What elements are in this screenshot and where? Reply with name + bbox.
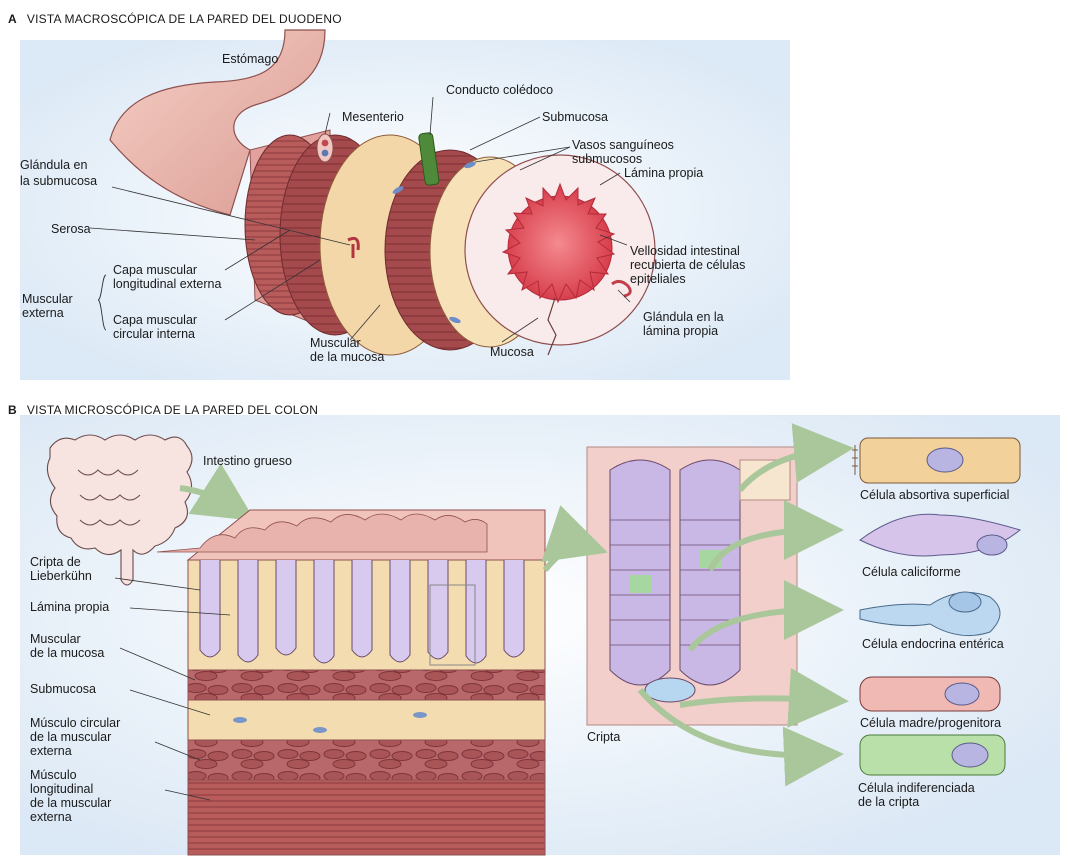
label-capa-circular-1: Capa muscular (113, 313, 197, 327)
label-estomago: Estómago (222, 52, 278, 66)
label-musc-mucosa-1: Muscular (310, 336, 361, 350)
label-cell-indiferenciada-1: Célula indiferenciada (858, 781, 975, 795)
label-vellosidad-3: epiteliales (630, 272, 686, 286)
label-capa-longitudinal-1: Capa muscular (113, 263, 197, 277)
colon-tissue-block (157, 510, 545, 855)
label-intestino-grueso: Intestino grueso (203, 454, 292, 468)
panel-b-letter: B (8, 403, 17, 417)
panel-a-title: A VISTA MACROSCÓPICA DE LA PARED DEL DUOD… (8, 12, 342, 26)
label-glandula-sub-2: la submucosa (20, 174, 97, 188)
label-vasos-1: Vasos sanguíneos (572, 138, 674, 152)
label-longitudinal-1: Músculo (30, 768, 77, 782)
panel-a-title-text: VISTA MACROSCÓPICA DE LA PARED DEL DUODE… (27, 12, 342, 26)
label-circular-3: externa (30, 744, 72, 758)
cell-absorptive (852, 438, 1020, 483)
label-glandula-lamina-1: Glándula en la (643, 310, 724, 324)
label-submucosa-a: Submucosa (542, 110, 608, 124)
label-musc-mucosa-b-2: de la mucosa (30, 646, 104, 660)
cell-undifferentiated (860, 735, 1005, 775)
longitudinal-muscle-b (188, 780, 545, 855)
label-glandula-sub-1: Glándula en (20, 158, 87, 172)
label-mesenterio: Mesenterio (342, 110, 404, 124)
label-muscular-externa-2: externa (22, 306, 64, 320)
label-vellosidad-2: recubierta de células (630, 258, 745, 272)
label-cell-caliciforme: Célula caliciforme (862, 565, 961, 579)
label-musc-mucosa-b-1: Muscular (30, 632, 81, 646)
panel-b-title-text: VISTA MICROSCÓPICA DE LA PARED DEL COLON (27, 403, 318, 417)
label-serosa: Serosa (51, 222, 91, 236)
label-mucosa: Mucosa (490, 345, 534, 359)
muscularis-mucosae-b (188, 670, 545, 700)
label-cripta: Cripta (587, 730, 620, 744)
circular-muscle-b (188, 740, 545, 780)
label-longitudinal-3: de la muscular (30, 796, 111, 810)
panel-a-letter: A (8, 12, 17, 26)
label-longitudinal-4: externa (30, 810, 72, 824)
label-cell-indiferenciada-2: de la cripta (858, 795, 919, 809)
label-submucosa-b: Submucosa (30, 682, 96, 696)
label-capa-longitudinal-2: longitudinal externa (113, 277, 221, 291)
panel-b-title: B VISTA MICROSCÓPICA DE LA PARED DEL COLO… (8, 403, 318, 417)
cell-stem (860, 677, 1000, 711)
label-cell-endocrina: Célula endocrina entérica (862, 637, 1004, 651)
label-circular-2: de la muscular (30, 730, 111, 744)
label-circular-1: Músculo circular (30, 716, 120, 730)
label-vasos-2: submucosos (572, 152, 642, 166)
label-longitudinal-2: longitudinal (30, 782, 93, 796)
label-capa-circular-2: circular interna (113, 327, 195, 341)
mesentery (317, 134, 333, 162)
label-cell-absortiva: Célula absortiva superficial (860, 488, 1009, 502)
label-lamina-propia-b: Lámina propia (30, 600, 109, 614)
label-glandula-lamina-2: lámina propia (643, 324, 718, 338)
label-cripta-lieberkuhn-2: Lieberkühn (30, 569, 92, 583)
label-vellosidad-1: Vellosidad intestinal (630, 244, 740, 258)
label-cripta-lieberkuhn-1: Cripta de (30, 555, 81, 569)
label-conducto-coledoco: Conducto colédoco (446, 83, 553, 97)
label-muscular-externa-1: Muscular (22, 292, 73, 306)
label-cell-madre: Célula madre/progenitora (860, 716, 1001, 730)
label-musc-mucosa-2: de la mucosa (310, 350, 384, 364)
label-lamina-propia-a: Lámina propia (624, 166, 703, 180)
